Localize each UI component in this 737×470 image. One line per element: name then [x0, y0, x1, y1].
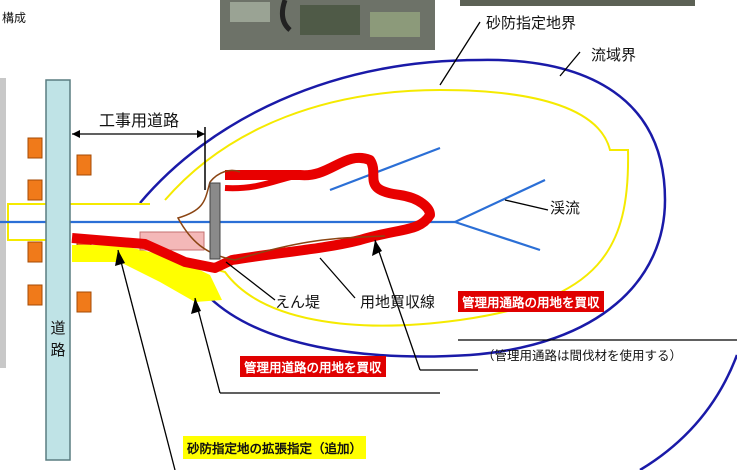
management-road-purchase-right: 管理用通路の用地を買収 [458, 291, 604, 312]
aerial-photo-right [460, 0, 695, 6]
leader-lines [115, 21, 737, 470]
dam-structure [209, 182, 221, 260]
watershed-boundary [139, 58, 667, 358]
watershed-boundary-corner [639, 354, 737, 470]
stream-label: 渓流 [550, 199, 581, 217]
heading-fragment: 構成 [2, 11, 27, 25]
road-band [45, 79, 71, 461]
management-road-note: （管理用通路は間伐材を使用する） [482, 348, 683, 363]
dam-label: えん堤 [275, 293, 321, 311]
construction-road-label: 工事用道路 [99, 111, 180, 130]
stream-network [0, 146, 546, 252]
sabo-boundary-label: 砂防指定地界 [486, 14, 577, 32]
watershed-label: 流域界 [591, 46, 637, 64]
sabo-expansion-label: 砂防指定地の拡張指定（追加） [183, 436, 367, 459]
management-road-purchase-left: 管理用道路の用地を買収 [240, 356, 386, 377]
management-road-main [71, 153, 435, 273]
dam-surrounding-outline [176, 169, 386, 261]
purchase-line-label: 用地買収線 [360, 293, 436, 311]
road-label: 道路 [50, 319, 66, 359]
sabo-expansion-area [72, 245, 222, 302]
